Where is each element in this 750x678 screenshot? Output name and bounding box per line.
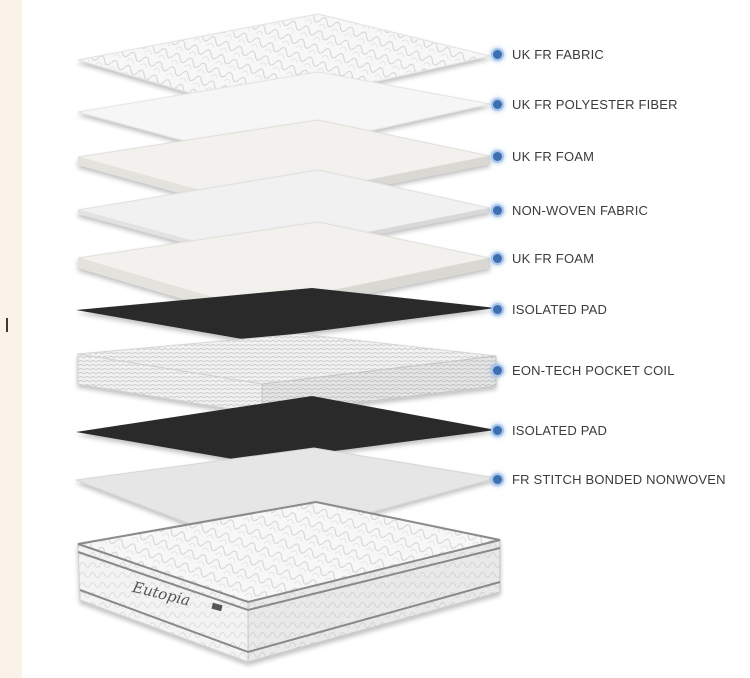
layer-label-uk-fr-foam-1: UK FR FOAM — [493, 147, 594, 165]
mattress-assembled — [77, 500, 501, 663]
mattress-tag — [211, 602, 223, 612]
layer-label-text: UK FR FOAM — [512, 250, 595, 266]
layer-label-eon-tech-pocket-coil: EON-TECH POCKET COIL — [493, 361, 675, 379]
marker-dot-icon — [493, 425, 502, 435]
layer-label-uk-fr-foam-2: UK FR FOAM — [493, 249, 594, 267]
layer-label-text: UK FR FOAM — [512, 148, 595, 164]
layer-label-isolated-pad-2: ISOLATED PAD — [493, 421, 607, 439]
side-panel — [0, 0, 22, 678]
side-marker — [6, 318, 8, 332]
marker-dot-icon — [493, 49, 502, 59]
marker-dot-icon — [493, 474, 502, 484]
layer-label-text: ISOLATED PAD — [512, 301, 608, 317]
layer-label-text: EON-TECH POCKET COIL — [512, 362, 675, 378]
marker-dot-icon — [493, 365, 502, 375]
marker-dot-icon — [493, 253, 502, 263]
layer-label-text: FR STITCH BONDED NONWOVEN — [512, 471, 726, 487]
marker-dot-icon — [493, 205, 502, 215]
marker-dot-icon — [493, 304, 502, 314]
layer-isolated-pad-2 — [76, 396, 496, 462]
marker-dot-icon — [493, 99, 502, 109]
layer-label-uk-fr-polyester-fiber: UK FR POLYESTER FIBER — [493, 95, 678, 113]
layer-label-uk-fr-fabric: UK FR FABRIC — [493, 45, 604, 63]
layer-label-text: ISOLATED PAD — [512, 422, 608, 438]
layer-label-fr-stitch-bonded-nonwoven: FR STITCH BONDED NONWOVEN — [493, 470, 726, 488]
layer-label-text: NON-WOVEN FABRIC — [512, 202, 649, 218]
layer-label-isolated-pad-1: ISOLATED PAD — [493, 300, 607, 318]
marker-dot-icon — [493, 151, 502, 161]
layer-label-text: UK FR POLYESTER FIBER — [512, 96, 678, 112]
layer-label-non-woven-fabric: NON-WOVEN FABRIC — [493, 201, 648, 219]
layer-isolated-pad-1 — [76, 288, 496, 340]
layer-label-text: UK FR FABRIC — [512, 46, 604, 62]
